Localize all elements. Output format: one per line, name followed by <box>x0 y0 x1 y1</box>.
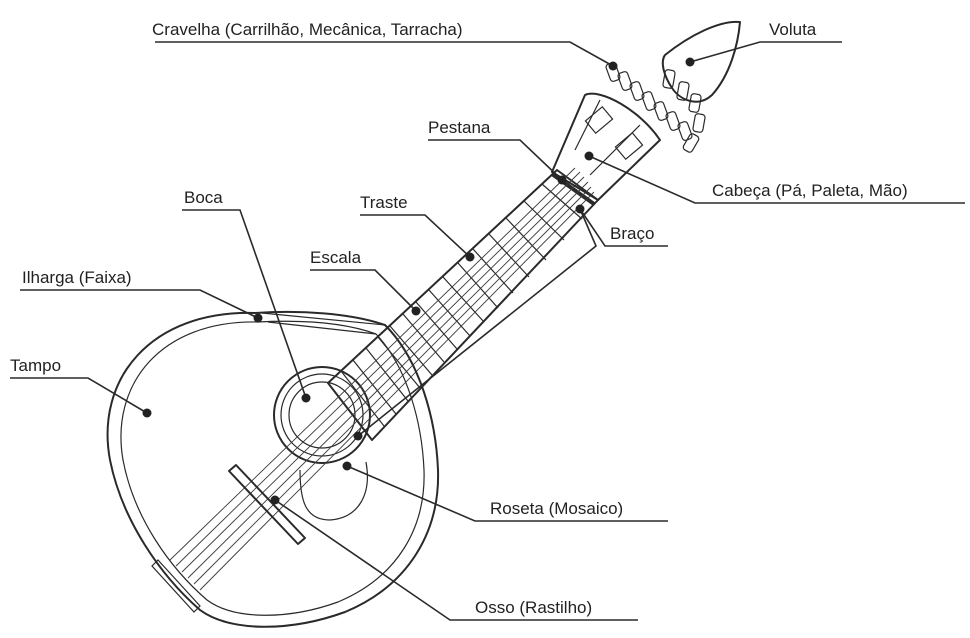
string <box>200 192 594 590</box>
voluta-scroll <box>663 22 740 102</box>
label-braco: Braço <box>610 224 654 243</box>
dot-escala <box>412 307 421 316</box>
leader-cravelha <box>155 42 613 66</box>
tuner-peg <box>693 113 706 132</box>
leader-voluta <box>690 42 842 62</box>
dot-traste <box>466 253 475 262</box>
rosette-ring-outer <box>274 367 370 463</box>
label-voluta: Voluta <box>769 20 817 39</box>
dot-ilharga <box>254 314 263 323</box>
dot-cabeca <box>585 152 594 161</box>
dot-cravelha <box>609 62 618 71</box>
dot-braco-base <box>354 432 363 441</box>
label-boca: Boca <box>184 188 223 207</box>
leader-pestana <box>428 140 562 180</box>
leader-escala <box>310 270 416 311</box>
dot-osso <box>271 496 280 505</box>
labels: Cravelha (Carrilhão, Mecânica, Tarracha)… <box>10 20 908 617</box>
fret <box>390 326 432 375</box>
leader-tampo <box>10 378 147 413</box>
dot-braco <box>576 205 585 214</box>
tuner-peg <box>689 93 702 112</box>
soundhole-ring <box>289 382 355 448</box>
label-cravelha: Cravelha (Carrilhão, Mecânica, Tarracha) <box>152 20 463 39</box>
indicator-dots <box>143 58 695 505</box>
dot-pestana <box>558 176 567 185</box>
label-pestana: Pestana <box>428 118 491 137</box>
dot-tampo <box>143 409 152 418</box>
leader-boca <box>182 210 306 398</box>
strings <box>170 168 594 590</box>
rosette-ring-inner <box>281 374 363 456</box>
frets <box>341 184 582 426</box>
tuner-peg <box>682 133 700 154</box>
string <box>188 182 588 578</box>
label-cabeca: Cabeça (Pá, Paleta, Mão) <box>712 181 908 200</box>
tuning-pegs <box>605 62 705 153</box>
label-roseta: Roseta (Mosaico) <box>490 499 623 518</box>
label-tampo: Tampo <box>10 356 61 375</box>
label-ilharga: Ilharga (Faixa) <box>22 268 132 287</box>
label-traste: Traste <box>360 193 408 212</box>
dot-boca <box>302 394 311 403</box>
label-osso: Osso (Rastilho) <box>475 598 592 617</box>
tuner-peg <box>677 121 693 141</box>
dot-roseta <box>343 462 352 471</box>
leader-traste <box>360 215 470 257</box>
dot-voluta <box>686 58 695 67</box>
label-escala: Escala <box>310 248 362 267</box>
